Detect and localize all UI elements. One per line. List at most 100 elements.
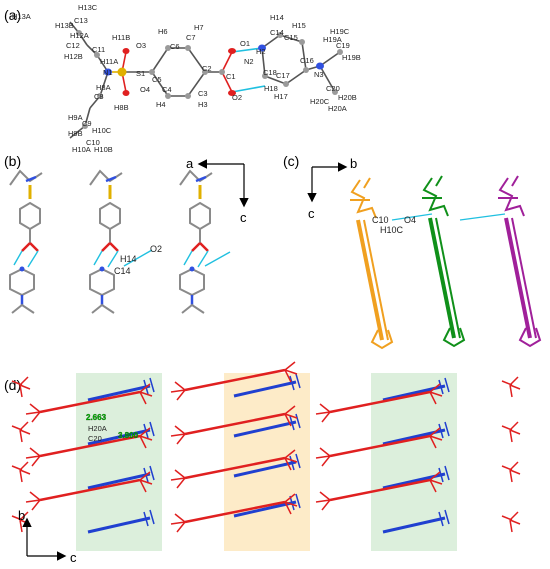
atom-label-c5: C5	[152, 75, 162, 84]
packing-red-fragment-6	[501, 461, 521, 483]
atom-label-o1: O1	[240, 39, 250, 48]
atom-label-c4: C4	[162, 85, 172, 94]
label-h10c: H10C	[380, 225, 404, 235]
packing-red-fragment-0	[11, 376, 31, 398]
atom-label-c6: C6	[170, 42, 180, 51]
atom-label-c12: C12	[66, 41, 80, 50]
panel-c-molecule-green	[422, 175, 466, 348]
packing-red-molecule-9	[315, 471, 443, 511]
panel-c-label: (c)	[283, 153, 299, 169]
packing-red-molecule-4	[170, 405, 298, 445]
atom-label-c13: C13	[74, 16, 88, 25]
panel-b-label: (b)	[4, 153, 21, 169]
atom-label-h8a: H8A	[96, 83, 111, 92]
label-o4: O4	[404, 215, 416, 225]
label-o2: O2	[150, 244, 162, 254]
atom-label-h2: H2	[256, 47, 266, 56]
atom-label-h20a: H20A	[328, 104, 347, 113]
atom-label-c1: C1	[226, 72, 236, 81]
atom-label-c17: C17	[276, 71, 290, 80]
atom-label-h9a: H9A	[68, 113, 83, 122]
atom-label-h20b: H20B	[338, 93, 357, 102]
packing-red-fragment-4	[501, 376, 521, 398]
atom-label-h10a: H10A	[72, 145, 91, 154]
label-c10: C10	[372, 215, 389, 225]
atom-label-o3: O3	[136, 41, 146, 50]
molecule-a-atoms	[76, 30, 343, 129]
axis-c-label-d: c	[70, 550, 77, 565]
atom-label-h14: H14	[270, 13, 284, 22]
atom-label-h7: H7	[194, 23, 204, 32]
panel-c: (c) b c C10 O4 H10C	[283, 153, 542, 350]
axis-c-label: c	[240, 210, 247, 225]
panel-c-molecule-purple	[498, 175, 542, 348]
atom-label-h12a: H12A	[70, 31, 89, 40]
axis-a-label: a	[186, 156, 194, 171]
packing-red-molecule-7	[315, 383, 443, 423]
axis-b-label-d: b	[18, 508, 25, 523]
panel-d-label: (d)	[4, 377, 21, 393]
panel-b-molecules	[9, 169, 231, 314]
distance-label-2: 3.800	[118, 431, 139, 440]
atom-label-h20c: H20C	[310, 97, 330, 106]
atom-label-c7: C7	[186, 33, 196, 42]
atom-label-h17: H17	[274, 92, 288, 101]
panel-c-molecules	[350, 175, 542, 350]
atom-label-h10c: H10C	[92, 126, 112, 135]
panel-b-molecule-1	[9, 169, 43, 314]
label-h14: H14	[120, 254, 137, 264]
atom-label-n1: N1	[103, 68, 113, 77]
atom-label-h19b: H19B	[342, 53, 361, 62]
panel-d-packing	[11, 361, 521, 534]
atom-label-s1: S1	[136, 69, 145, 78]
atom-label-h8b: H8B	[114, 103, 129, 112]
atom-label-o2: O2	[232, 93, 242, 102]
panel-a-label: (a)	[4, 7, 21, 23]
atom-label-h10b: H10B	[94, 145, 113, 154]
atom-label-h11b: H11B	[112, 33, 130, 42]
packing-red-molecule-5	[170, 449, 298, 489]
atom-label-c2: C2	[202, 64, 212, 73]
packing-red-molecule-0	[25, 383, 153, 423]
atom-label-h13b: H13B	[55, 21, 74, 30]
atom-label-h11a: H11A	[100, 57, 118, 66]
atom-label-o4: O4	[140, 85, 150, 94]
axis-b-label: b	[350, 156, 357, 171]
panel-b-molecule-3	[179, 169, 213, 314]
atom-label-n3: N3	[314, 70, 324, 79]
packing-blue-molecule-4	[233, 373, 301, 398]
atom-label-h3: H3	[198, 100, 208, 109]
packing-blue-molecule-3	[87, 509, 155, 534]
packing-red-fragment-7	[501, 511, 521, 533]
packing-red-molecule-2	[25, 471, 153, 511]
atom-label-h19c: H19C	[330, 27, 350, 36]
panel-a: (a)	[4, 3, 361, 154]
atom-label-c15: C15	[284, 33, 298, 42]
atom-label-c9: C9	[82, 119, 92, 128]
molecule-a-hbonds	[231, 47, 266, 93]
atom-label-h9b: H9B	[68, 129, 83, 138]
atom-label-c11: C11	[92, 45, 105, 54]
band-green-right	[371, 373, 457, 551]
packing-red-fragment-2	[11, 461, 31, 483]
molecule-a-bonds	[69, 21, 341, 139]
label-c14: C14	[114, 266, 131, 276]
atom-labels: H13AH13CC13H13BH12AC12H12BC11H11BO3H11AN…	[12, 3, 361, 154]
packing-blue-molecule-11	[382, 509, 450, 534]
packing-red-molecule-8	[315, 427, 443, 467]
packing-red-molecule-3	[170, 361, 298, 401]
packing-blue-molecule-6	[233, 453, 301, 478]
atom-label-h19a: H19A	[323, 35, 342, 44]
atom-label-c3: C3	[198, 89, 208, 98]
label-c20: C20	[88, 434, 102, 443]
atom-label-h13a: H13A	[12, 12, 31, 21]
distance-label-1: 2.663	[86, 413, 107, 422]
axis-c-label-c: c	[308, 206, 315, 221]
packing-red-fragment-1	[11, 421, 31, 443]
atom-label-c18: C18	[263, 68, 277, 77]
atom-label-h12b: H12B	[64, 52, 83, 61]
panel-d: (d) 2.663 3.800 H20A C20 b c	[4, 361, 521, 565]
packing-red-fragment-5	[501, 421, 521, 443]
